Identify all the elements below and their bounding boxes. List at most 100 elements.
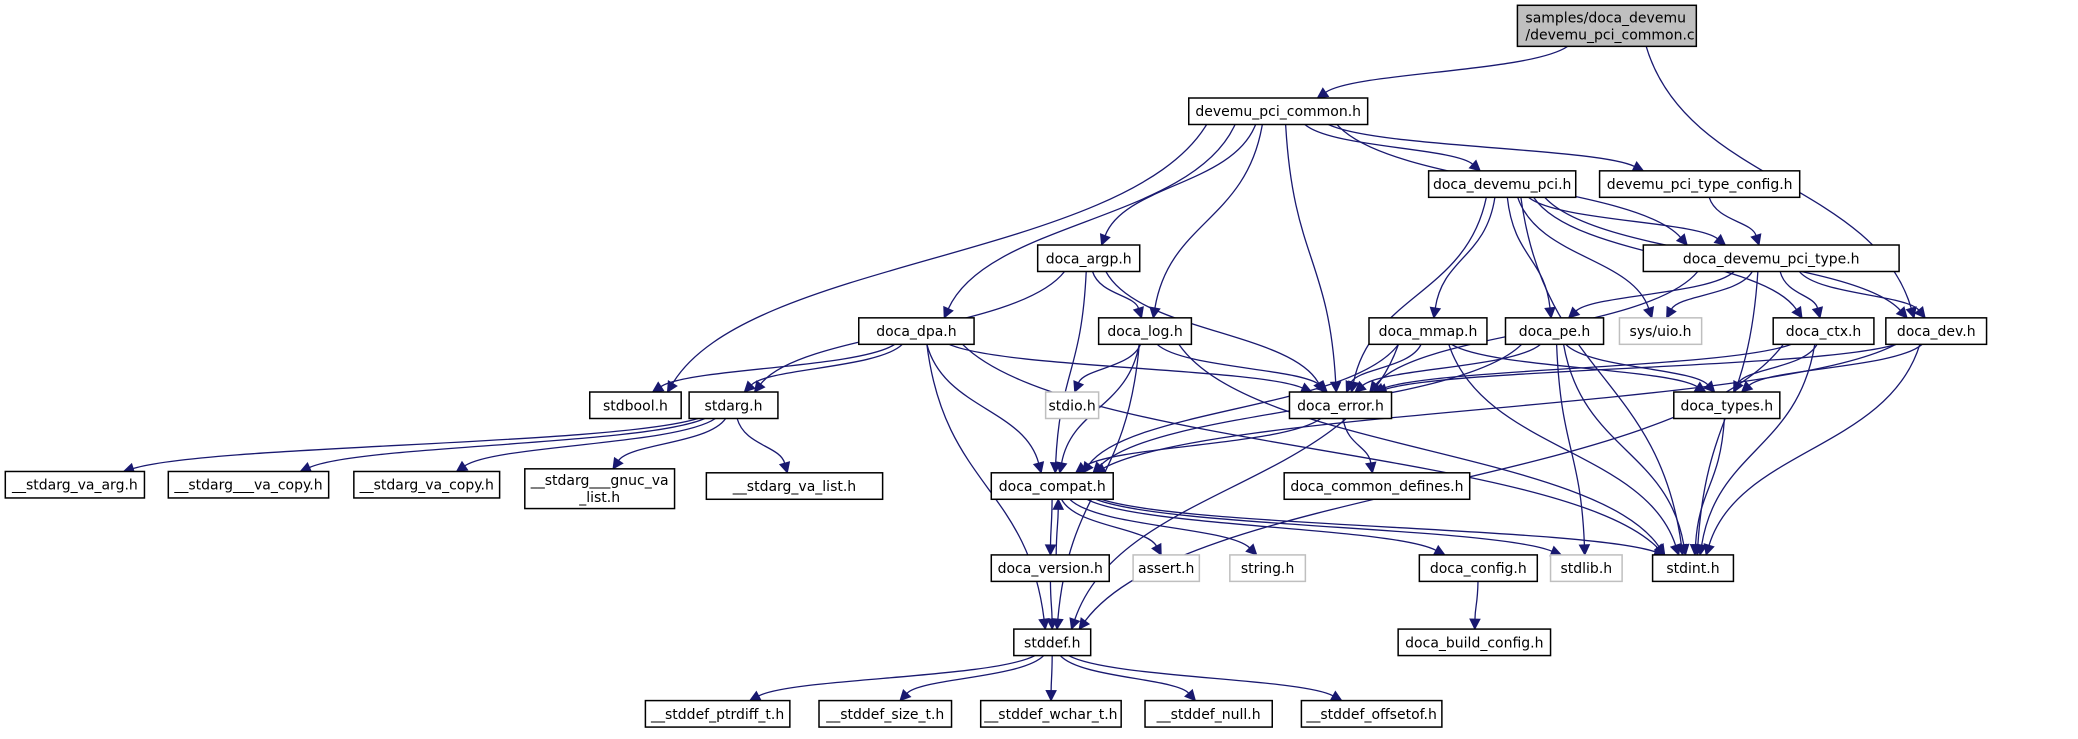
node-box <box>1427 170 1577 199</box>
node-stdarg-va-list-h[interactable]: __stdarg_va_list.h <box>705 472 884 501</box>
edge-doca-pe-h-to-stdint-h <box>1562 344 1690 557</box>
node-stdarg---va-copy-h[interactable]: __stdarg___va_copy.h <box>167 470 330 499</box>
node-stdlib-h[interactable]: stdlib.h <box>1549 554 1623 583</box>
node-doca-build-config-h[interactable]: doca_build_config.h <box>1397 628 1552 657</box>
edge-line <box>1708 197 1757 236</box>
arrowhead-icon <box>1046 618 1058 631</box>
node-doca-pe-h[interactable]: doca_pe.h <box>1504 317 1605 346</box>
edge-doca-devemu-pci-type-h-to-doca-dev-h <box>1798 271 1926 319</box>
node-stdint-h[interactable]: stdint.h <box>1651 554 1735 583</box>
node-label: doca_log.h <box>1107 324 1182 340</box>
node-stddef-null-h[interactable]: __stddef_null.h <box>1144 699 1273 728</box>
edge-doca-types-h-to-stdint-h <box>1689 418 1726 557</box>
edge-line <box>1328 123 1635 168</box>
node-stdbool-h[interactable]: stdbool.h <box>588 391 682 420</box>
edge-line <box>1059 655 1190 694</box>
node-stdarg-va-arg-h[interactable]: __stdarg_va_arg.h <box>4 470 146 499</box>
edge-doca-version-h-to-stddef-h <box>1046 581 1058 631</box>
edge-line <box>1055 509 1059 555</box>
arrowhead-icon <box>1544 306 1556 319</box>
edge-line <box>1083 417 1322 468</box>
node-root[interactable]: samples/doca_devemu/devemu_pci_common.c <box>1516 4 1698 48</box>
node-box <box>524 468 676 510</box>
node-stdarg-h[interactable]: stdarg.h <box>688 391 779 420</box>
node-assert-h[interactable]: assert.h <box>1132 554 1201 583</box>
arrowhead-icon <box>1733 380 1744 394</box>
edge-doca-argp-h-to-doca-log-h <box>1091 271 1144 319</box>
node-doca-devemu-pci-type-h[interactable]: doca_devemu_pci_type.h <box>1642 244 1900 273</box>
arrowhead-icon <box>1069 617 1081 631</box>
node-box <box>1642 244 1900 273</box>
arrowhead-icon <box>1052 498 1065 510</box>
node-label: stdarg.h <box>705 398 763 414</box>
node-string-h[interactable]: string.h <box>1229 554 1307 583</box>
node-label: devemu_pci_common.h <box>1195 104 1361 120</box>
node-doca-config-h[interactable]: doca_config.h <box>1418 554 1539 583</box>
node-doca-ctx-h[interactable]: doca_ctx.h <box>1772 317 1875 346</box>
edge-stdarg-h-to-stdarg---gnuc-va-list-h <box>612 418 727 470</box>
arrowhead-icon <box>1689 544 1702 557</box>
node-devemu-pci-type-config-h[interactable]: devemu_pci_type_config.h <box>1598 170 1801 199</box>
arrowhead-icon <box>1032 461 1045 474</box>
node-box <box>644 699 791 728</box>
edge-line <box>618 418 727 461</box>
edge-line <box>1448 344 1677 546</box>
node-label: __stdarg___gnuc_va <box>530 473 669 489</box>
edge-line <box>464 417 716 467</box>
node-stddef-wchar-t-h[interactable]: __stddef_wchar_t.h <box>979 699 1122 728</box>
node-stddef-ptrdiff-t-h[interactable]: __stddef_ptrdiff_t.h <box>644 699 791 728</box>
node-doca-error-h[interactable]: doca_error.h <box>1288 391 1393 420</box>
edge-line <box>1060 344 1140 464</box>
node-doca-version-h[interactable]: doca_version.h <box>990 554 1110 583</box>
edge-stddef-h-to-stddef-null-h <box>1059 655 1197 702</box>
edge-line <box>1325 45 1569 93</box>
edge-doca-ctx-h-to-doca-types-h <box>1733 344 1818 394</box>
node-stdarg---gnuc-va-list-h[interactable]: __stdarg___gnuc_va_list.h <box>524 468 676 510</box>
node-stdio-h[interactable]: stdio.h <box>1044 391 1100 420</box>
node-doca-mmap-h[interactable]: doca_mmap.h <box>1368 317 1488 346</box>
node-doca-devemu-pci-h[interactable]: doca_devemu_pci.h <box>1427 170 1577 199</box>
edge-doca-config-h-to-doca-build-config-h <box>1469 581 1481 631</box>
node-label: __stddef_ptrdiff_t.h <box>650 707 784 723</box>
edge-doca-devemu-pci-h-to-doca-devemu-pci-type-h <box>1528 196 1727 246</box>
node-box <box>1673 391 1781 420</box>
node-label: stdio.h <box>1049 398 1096 414</box>
edge-line <box>1154 124 1263 309</box>
edge-stddef-h-to-stddef-size-t-h <box>899 655 1045 702</box>
edge-doca-devemu-pci-h-to-sys-uio-h <box>1517 197 1655 319</box>
edge-line <box>132 417 699 470</box>
node-stddef-offsetof-h[interactable]: __stddef_offsetof.h <box>1300 699 1443 728</box>
edge-root-to-devemu-pci-common-h <box>1316 45 1569 99</box>
node-label: doca_dpa.h <box>876 324 956 340</box>
node-doca-log-h[interactable]: doca_log.h <box>1097 317 1193 346</box>
node-label: doca_ctx.h <box>1786 324 1862 340</box>
edge-line <box>947 124 1236 310</box>
edge-devemu-pci-common-h-to-doca-error-h <box>1284 124 1342 394</box>
edge-stdarg-h-to-stdarg-va-list-h <box>736 418 791 474</box>
node-label: doca_common_defines.h <box>1290 479 1463 495</box>
node-doca-dpa-h[interactable]: doca_dpa.h <box>858 317 975 346</box>
arrowhead-icon <box>1099 233 1111 247</box>
node-doca-argp-h[interactable]: doca_argp.h <box>1036 244 1141 273</box>
node-doca-types-h[interactable]: doca_types.h <box>1673 391 1781 420</box>
node-doca-common-defines-h[interactable]: doca_common_defines.h <box>1283 472 1471 501</box>
node-doca-dev-h[interactable]: doca_dev.h <box>1885 317 1988 346</box>
node-stddef-size-t-h[interactable]: __stddef_size_t.h <box>818 699 953 728</box>
edge-line <box>1342 418 1372 464</box>
edge-line <box>672 124 1208 384</box>
node-box <box>705 472 884 501</box>
node-sys-uio-h[interactable]: sys/uio.h <box>1618 317 1703 346</box>
node-devemu-pci-common-h[interactable]: devemu_pci_common.h <box>1188 97 1369 126</box>
node-stddef-h[interactable]: stddef.h <box>1013 628 1092 657</box>
node-label: doca_types.h <box>1680 398 1773 414</box>
arrowhead-icon <box>1567 306 1581 319</box>
node-label: doca_error.h <box>1297 398 1384 414</box>
node-stdarg-va-copy-h[interactable]: __stdarg_va_copy.h <box>353 470 501 499</box>
node-label: stddef.h <box>1024 635 1080 651</box>
edge-doca-devemu-pci-h-to-doca-error-h <box>1347 197 1487 394</box>
edge-devemu-pci-common-h-to-stdbool-h <box>666 124 1208 393</box>
node-doca-compat-h[interactable]: doca_compat.h <box>990 472 1114 501</box>
edge-line <box>926 344 1040 464</box>
edge-doca-dev-h-to-doca-types-h <box>1740 343 1923 393</box>
node-box <box>1772 317 1875 346</box>
